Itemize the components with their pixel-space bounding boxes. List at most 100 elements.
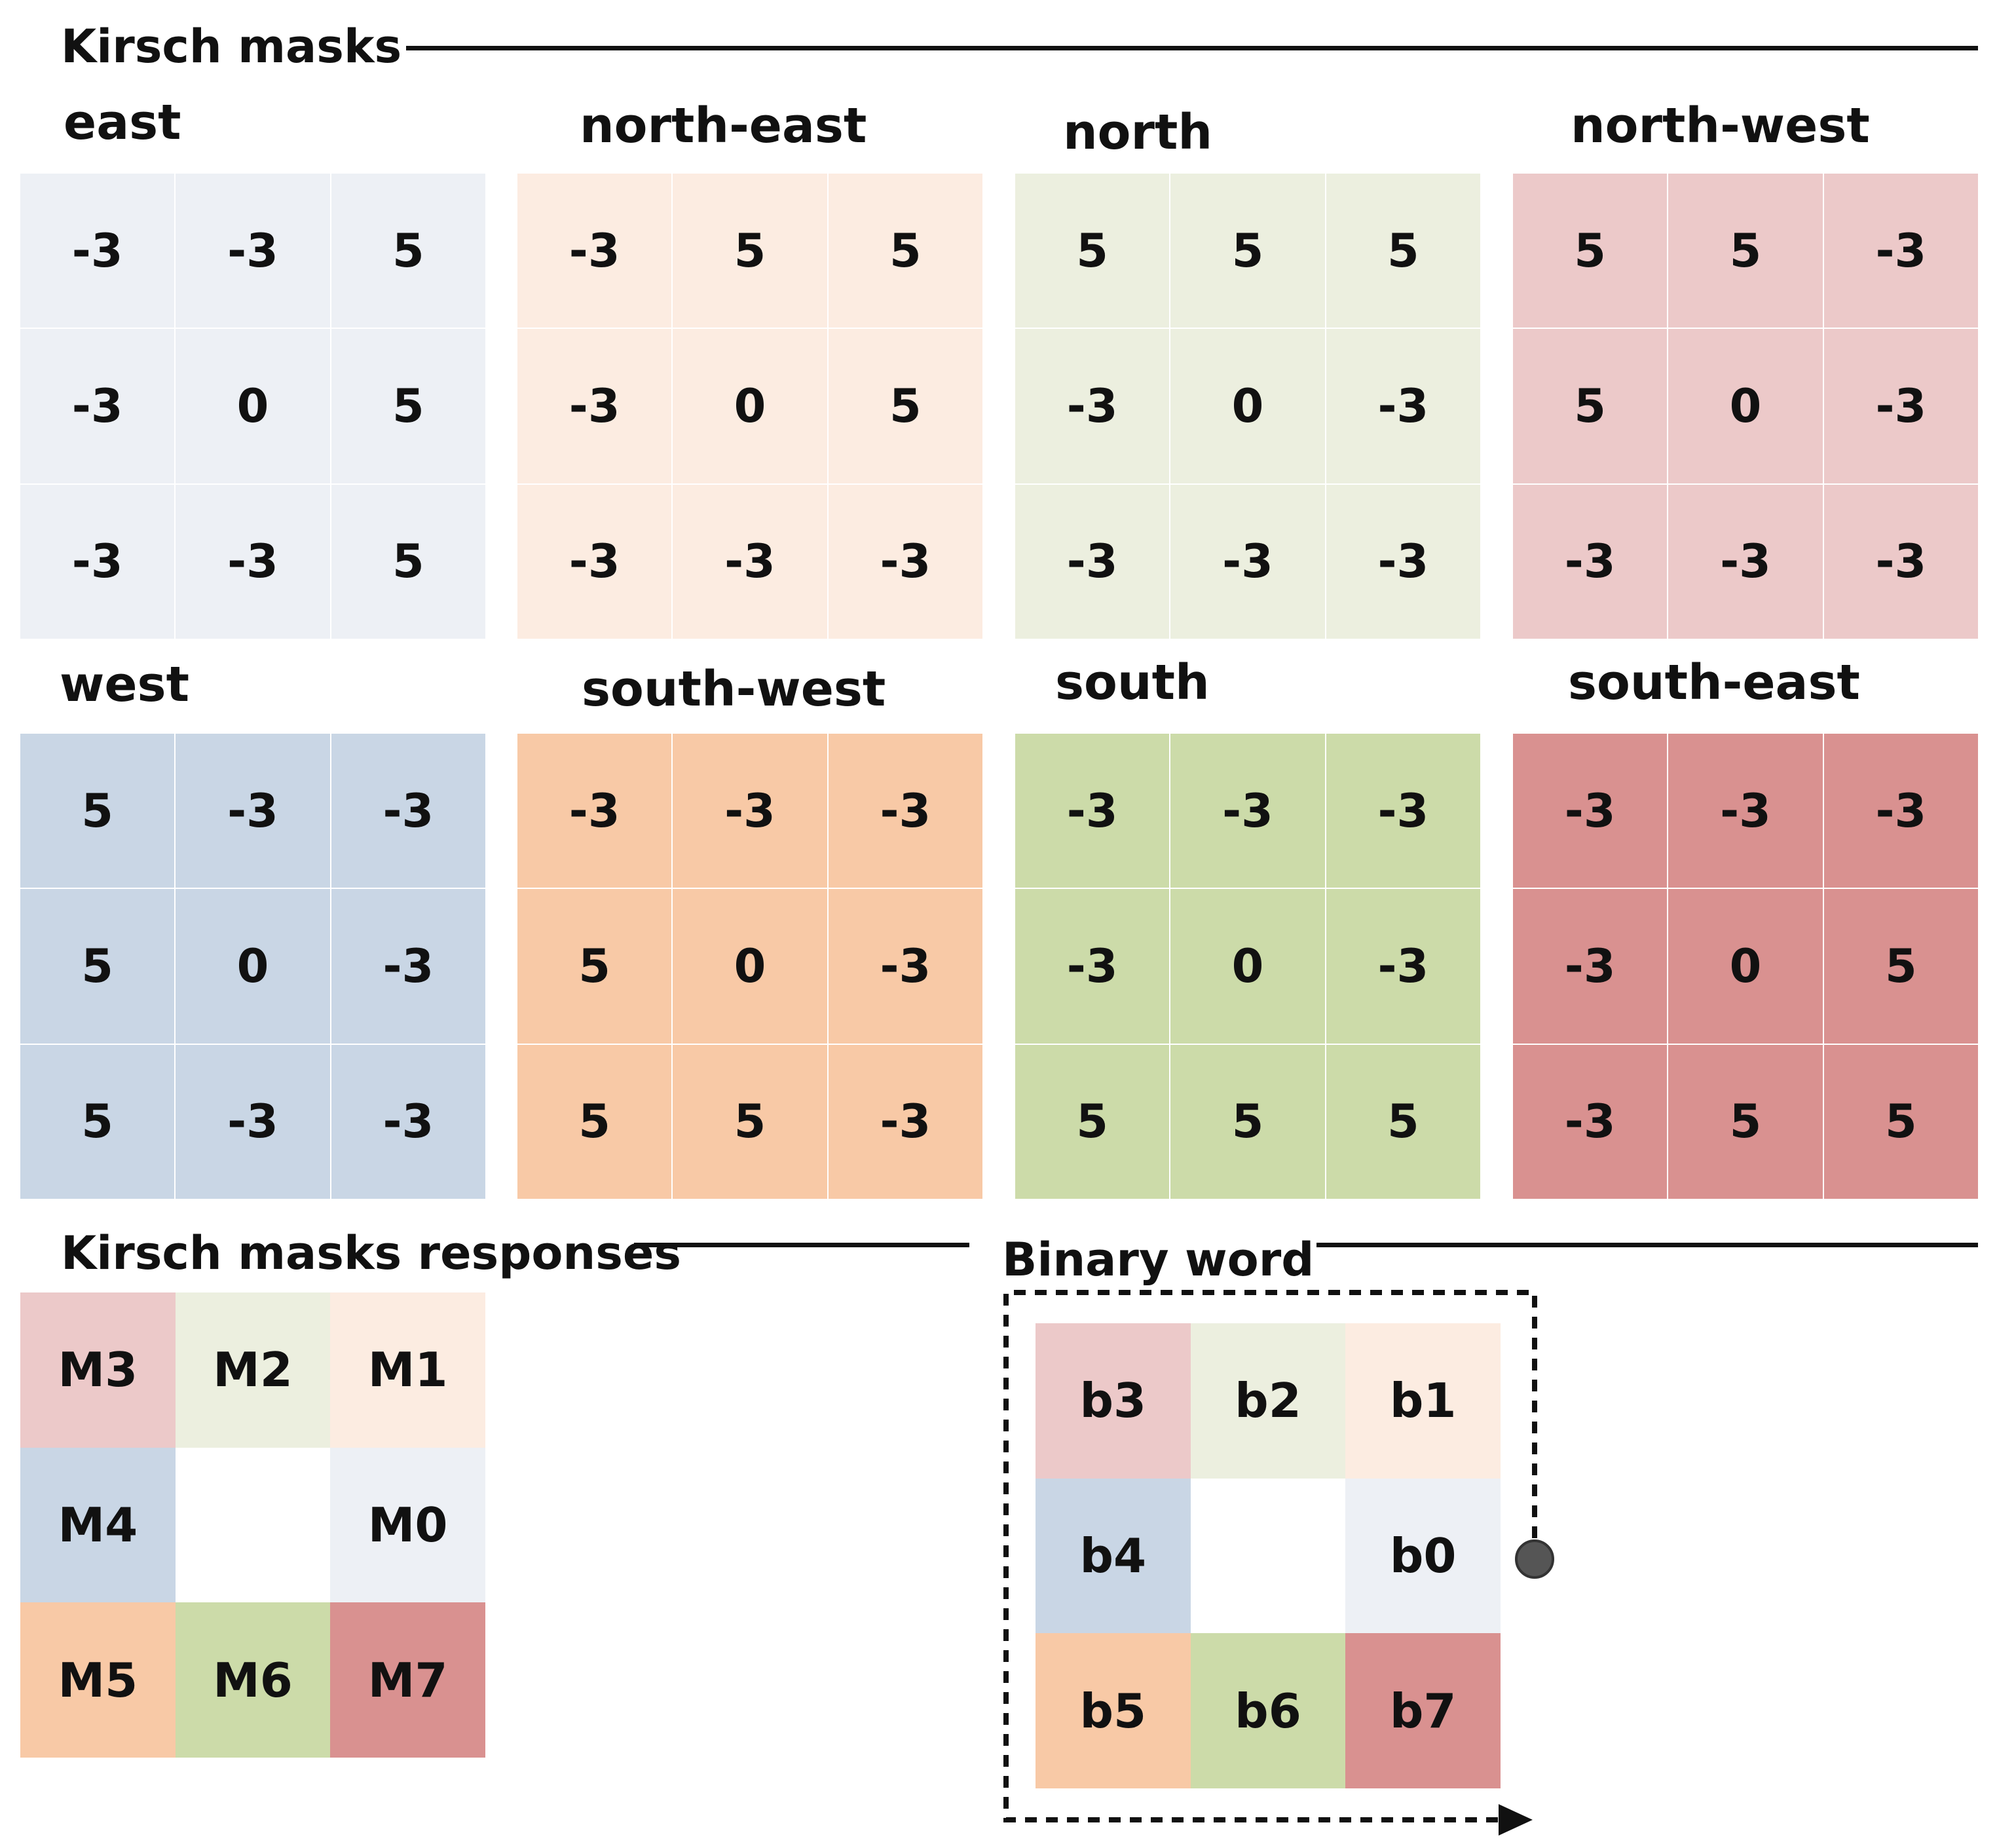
mask-cell: -3 — [1326, 329, 1480, 483]
mask-cell: 0 — [1668, 889, 1823, 1044]
mask-cell: -3 — [673, 484, 827, 639]
mask-cell: -3 — [828, 889, 982, 1044]
mask-cell: -3 — [828, 734, 982, 888]
mask-cell: -3 — [1015, 889, 1170, 1044]
mask-cell: 5 — [1015, 174, 1170, 328]
mask-cell: -3 — [1326, 889, 1480, 1044]
mask-cell: 5 — [1823, 889, 1978, 1044]
mask-cell: -3 — [517, 734, 672, 888]
mask-cell: -3 — [517, 329, 672, 483]
mask-cell: -3 — [20, 174, 175, 328]
mask-cell: 5 — [673, 1044, 827, 1199]
mask-cell: 5 — [517, 889, 672, 1044]
binary-bit-cell: b5 — [1036, 1633, 1191, 1788]
mask-cell: -3 — [517, 174, 672, 328]
mask-label-west: west — [60, 656, 189, 713]
mask-cell: 5 — [828, 174, 982, 328]
mask-cell: -3 — [331, 1044, 485, 1199]
mask-cell: 5 — [1668, 174, 1823, 328]
mask-cell: -3 — [1513, 889, 1668, 1044]
binary-bit-cell: b7 — [1345, 1633, 1501, 1788]
mask-cell: 0 — [673, 889, 827, 1044]
mask-cell: 5 — [1326, 1044, 1480, 1199]
mask-cell: 0 — [1170, 329, 1325, 483]
mask-cell: -3 — [1668, 484, 1823, 639]
mask-cell: -3 — [673, 734, 827, 888]
mask-label-north: north — [1063, 104, 1213, 160]
mask-cell: -3 — [331, 734, 485, 888]
mask-cell: -3 — [1015, 484, 1170, 639]
mask-cell: -3 — [1513, 734, 1668, 888]
mask-label-north-west: north-west — [1571, 98, 1870, 154]
mask-cell: 0 — [673, 329, 827, 483]
mask-cell: -3 — [176, 174, 330, 328]
mask-cell: 5 — [1823, 1044, 1978, 1199]
mask-cell: 0 — [176, 889, 330, 1044]
header-rule — [406, 46, 1978, 50]
mask-cell: -3 — [176, 734, 330, 888]
mask-cell: -3 — [1513, 484, 1668, 639]
mask-cell: -3 — [1170, 484, 1325, 639]
mask-cell: -3 — [1823, 329, 1978, 483]
mask-cell: 5 — [331, 174, 485, 328]
mask-cell: 0 — [1170, 889, 1325, 1044]
mask-cell: 5 — [20, 734, 175, 888]
mask-cell: -3 — [1326, 484, 1480, 639]
binary-bit-cell — [1190, 1478, 1346, 1634]
mask-cell: 0 — [176, 329, 330, 483]
binary-bit-cell: b2 — [1190, 1323, 1346, 1479]
mask-cell: -3 — [331, 889, 485, 1044]
mask-cell: 5 — [20, 1044, 175, 1199]
binary-bit-cell: b4 — [1036, 1478, 1191, 1634]
mask-cell: -3 — [828, 484, 982, 639]
mask-label-north-east: north-east — [580, 98, 867, 154]
binary-rule — [1316, 1243, 1978, 1247]
response-cell: M3 — [20, 1292, 176, 1448]
mask-cell: 5 — [828, 329, 982, 483]
mask-cell: -3 — [1823, 484, 1978, 639]
mask-cell: 5 — [1513, 174, 1668, 328]
response-cell: M4 — [20, 1447, 176, 1603]
response-cell: M0 — [330, 1447, 485, 1603]
binary-bit-cell: b1 — [1345, 1323, 1501, 1479]
mask-cell: -3 — [1513, 1044, 1668, 1199]
response-cell: M6 — [175, 1602, 331, 1758]
section-title-binary-word: Binary word — [1002, 1233, 1315, 1287]
response-cell: M1 — [330, 1292, 485, 1448]
mask-cell: 5 — [331, 329, 485, 483]
mask-cell: 5 — [20, 889, 175, 1044]
mask-label-south: south — [1055, 654, 1210, 711]
binary-bit-cell: b0 — [1345, 1478, 1501, 1634]
mask-cell: 0 — [1668, 329, 1823, 483]
binary-bit-cell: b6 — [1190, 1633, 1346, 1788]
start-dot-icon — [1515, 1539, 1554, 1579]
mask-cell: -3 — [176, 1044, 330, 1199]
binary-bit-cell: b3 — [1036, 1323, 1191, 1479]
mask-cell: 5 — [1513, 329, 1668, 483]
mask-cell: -3 — [1015, 329, 1170, 483]
mask-cell: -3 — [828, 1044, 982, 1199]
mask-cell: -3 — [1668, 734, 1823, 888]
mask-cell: 5 — [1170, 174, 1325, 328]
response-cell: M2 — [175, 1292, 331, 1448]
responses-rule — [634, 1243, 969, 1247]
mask-cell: -3 — [1823, 734, 1978, 888]
mask-cell: 5 — [1326, 174, 1480, 328]
mask-cell: 5 — [331, 484, 485, 639]
mask-cell: 5 — [1668, 1044, 1823, 1199]
response-cell — [175, 1447, 331, 1603]
mask-cell: -3 — [1170, 734, 1325, 888]
mask-cell: -3 — [1326, 734, 1480, 888]
section-title-responses: Kirsch masks responses — [61, 1226, 682, 1280]
mask-cell: -3 — [517, 484, 672, 639]
section-title-kirsch-masks: Kirsch masks — [61, 20, 402, 73]
